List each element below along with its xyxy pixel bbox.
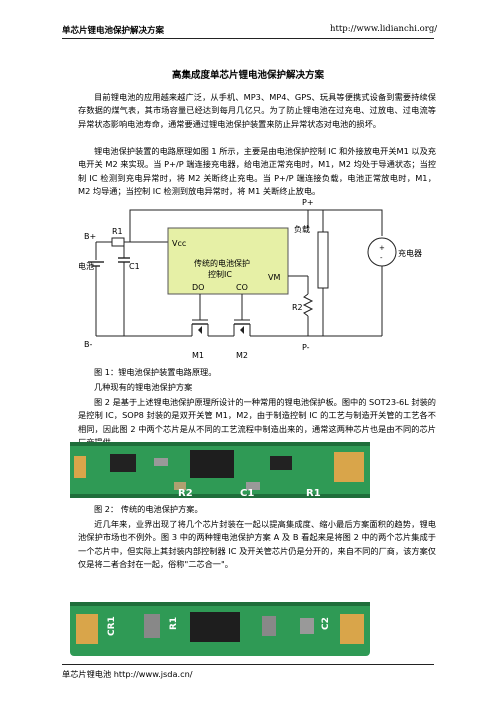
label-bplus: B+ xyxy=(84,232,96,241)
load-resistor xyxy=(317,231,329,289)
section-subtitle: 几种现有的锂电池保护方案 xyxy=(94,382,193,392)
label-pminus: P- xyxy=(302,343,310,352)
footer-divider xyxy=(62,664,434,665)
paragraph-principle-text: 锂电池保护装置的电路原理如图 1 所示，主要是由电池保护控制 IC 和外接放电开… xyxy=(78,146,436,197)
protection-ic-box xyxy=(167,227,289,295)
figure2-caption: 图 2： 传统的电池保护方案。 xyxy=(94,504,203,514)
control-ic-chip xyxy=(110,454,136,472)
label-co: CO xyxy=(236,283,248,292)
label-r2: R2 xyxy=(292,303,303,312)
figure2-pcb-photo: R2 C1 R1 xyxy=(70,442,370,499)
mosfet-m1 xyxy=(186,319,232,337)
footer-text[interactable]: 单芯片锂电池 http://www.jsda.cn/ xyxy=(62,669,193,679)
document-title: 高集成度单芯片锂电池保护解决方案 xyxy=(171,70,324,81)
label-vm: VM xyxy=(268,273,280,282)
pcb-label-cr1: CR1 xyxy=(107,616,117,636)
pcb-label-r2: R2 xyxy=(178,488,193,499)
label-c1: C1 xyxy=(129,262,140,271)
figure3-pcb-photo: CR1 R1 C2 xyxy=(70,602,370,656)
mosfet-m2 xyxy=(232,319,252,337)
label-src-plus: + xyxy=(379,244,385,252)
pcb-label-r1-b: R1 xyxy=(169,617,179,630)
figure1-circuit-diagram: B+ B- R1 C1 电池 Vcc 传统的电池保护 控制IC VM DO CO… xyxy=(78,198,422,360)
label-pplus: P+ xyxy=(302,198,314,207)
label-vcc: Vcc xyxy=(172,239,186,248)
paragraph-intro: 目前锂电池的应用越来越广泛，从手机、MP3、MP4、GPS、玩具等便携式设备到需… xyxy=(78,91,436,131)
paragraph-integration-text: 近几年来，业界出现了将几个芯片封装在一起以提高集成度、缩小最后方案面积的趋势，锂… xyxy=(78,519,436,570)
pcb-label-c2: C2 xyxy=(321,617,331,630)
paragraph-integration: 近几年来，业界出现了将几个芯片封装在一起以提高集成度、缩小最后方案面积的趋势，锂… xyxy=(78,518,436,572)
label-r1: R1 xyxy=(112,227,123,236)
header-url[interactable]: http://www.lidianchi.org/ xyxy=(330,24,438,34)
label-m1: M1 xyxy=(192,351,204,360)
solder-pad xyxy=(334,452,364,482)
figure1-caption: 图 1：锂电池保护装置电路原理。 xyxy=(94,367,217,377)
label-m2: M2 xyxy=(236,351,248,360)
dual-mosfet-chip xyxy=(190,450,234,478)
label-src-minus: - xyxy=(380,254,383,262)
combined-chip xyxy=(190,612,240,642)
label-load: 负载 xyxy=(294,224,310,234)
header-title: 单芯片锂电池保护解决方案 xyxy=(62,26,165,36)
paragraph-principle: 锂电池保护装置的电路原理如图 1 所示，主要是由电池保护控制 IC 和外接放电开… xyxy=(78,145,436,199)
label-charger: 充电器 xyxy=(398,248,422,258)
paragraph-intro-text: 目前锂电池的应用越来越广泛，从手机、MP3、MP4、GPS、玩具等便携式设备到需… xyxy=(78,92,436,129)
label-battery: 电池 xyxy=(78,261,94,271)
label-bminus: B- xyxy=(84,340,92,349)
pcb-label-c1: C1 xyxy=(240,488,254,499)
label-ic-line1: 传统的电池保护 xyxy=(194,258,250,268)
label-ic-line2: 控制IC xyxy=(208,269,232,279)
pcb-label-r1: R1 xyxy=(306,488,321,499)
label-do: DO xyxy=(192,283,204,292)
header-divider xyxy=(62,38,434,39)
